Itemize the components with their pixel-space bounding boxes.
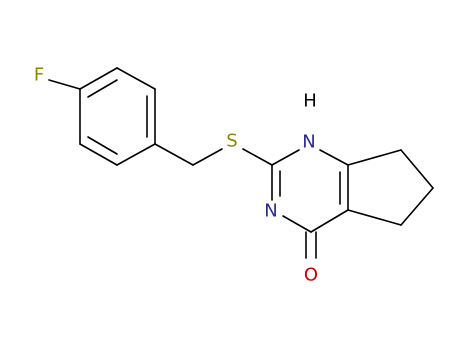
nitrogen-h-atom-label: N <box>302 132 315 153</box>
nitrogen-atom-label: N <box>264 201 277 222</box>
bond-c4-c5 <box>116 143 156 166</box>
bond-ch2-s <box>192 148 223 166</box>
oxygen-atom-label: O <box>304 265 318 286</box>
hydrogen-atom-label: H <box>303 91 317 112</box>
bond-c1-f <box>48 79 81 90</box>
bond-n1-c7a <box>319 149 349 166</box>
bond-c1-c2 <box>79 67 118 90</box>
bond-c4-ch2 <box>154 143 194 166</box>
bond-inner-a <box>87 79 118 98</box>
benzene-ring <box>79 67 156 166</box>
bond-s-c2 <box>242 148 273 166</box>
bond-c5-c6 <box>79 143 118 166</box>
bond-c4-n3 <box>282 215 312 233</box>
bond-c2-c3 <box>116 67 156 90</box>
bond-c5-c4a <box>347 209 402 226</box>
pyrimidinone-ring <box>271 149 349 233</box>
fluorine-atom-label: F <box>34 65 44 86</box>
bond-c6-c5 <box>400 187 434 226</box>
sulfur-atom-label: S <box>226 131 237 152</box>
bond-c7a-c7 <box>347 149 402 166</box>
bond-inner-c <box>87 136 118 155</box>
bond-c2-n1 <box>271 149 300 166</box>
cyclopentane-ring <box>347 149 434 226</box>
bond-c4a-c4 <box>310 209 349 233</box>
bond-c7-c6 <box>400 149 434 189</box>
